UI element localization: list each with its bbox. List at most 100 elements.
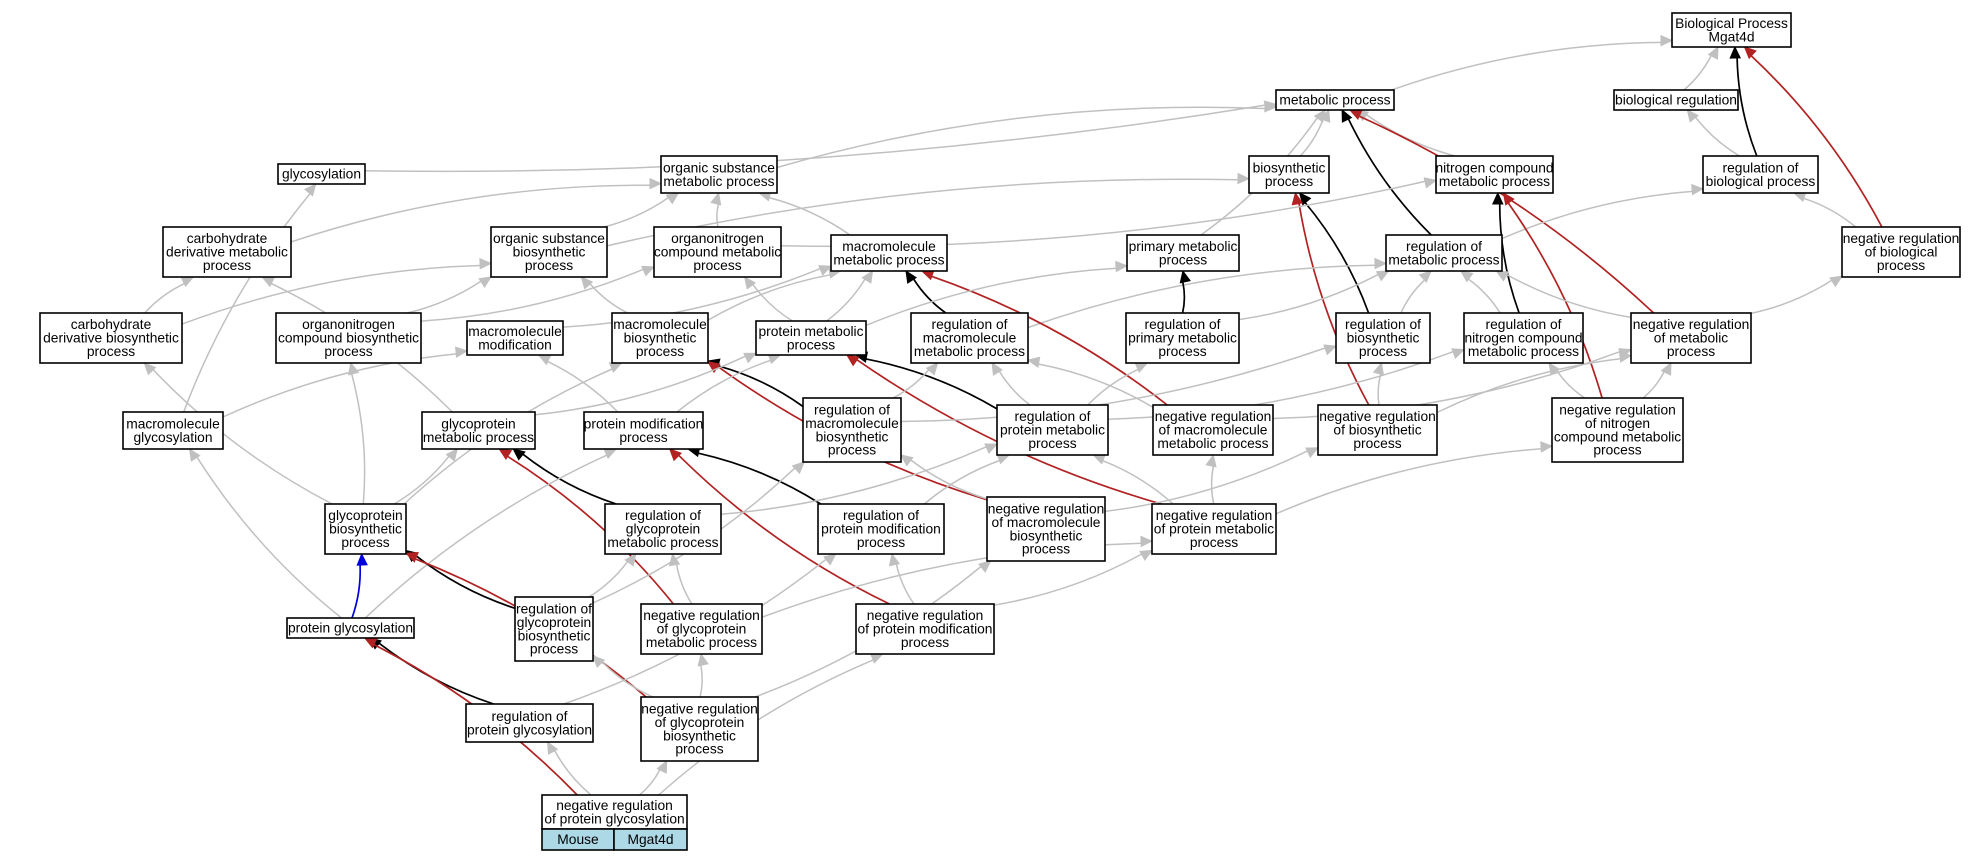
node-label-line: biosynthetic	[518, 628, 591, 643]
node-label-line: glycoprotein	[441, 416, 515, 431]
edge-is-a	[601, 661, 654, 698]
node-label-line: protein modification	[584, 416, 704, 431]
edge-arrowhead	[888, 552, 901, 567]
node-label-line: of protein metabolic	[1154, 522, 1275, 537]
edge-is-a	[1556, 370, 1586, 399]
node-label-line: biological regulation	[1615, 93, 1737, 108]
node-label-line: organonitrogen	[671, 231, 764, 246]
edge-arrowhead	[905, 269, 918, 284]
edge-arrowhead	[1660, 34, 1674, 47]
node-label-line: negative regulation	[641, 702, 758, 717]
edge-arrowhead	[1298, 192, 1312, 206]
node-label-line: protein metabolic	[758, 324, 863, 339]
edge-negatively-regulates	[1750, 55, 1883, 228]
edge-regulates	[1181, 281, 1186, 314]
edge-is-a	[1803, 197, 1857, 228]
node-box	[541, 794, 688, 830]
node-label-line: modification	[478, 337, 552, 352]
node-label-line: biosynthetic	[1253, 160, 1326, 175]
edge-is-a	[1467, 278, 1501, 314]
node-label-line: of biological	[1865, 245, 1938, 260]
edge-arrowhead	[743, 352, 758, 364]
edge-arrowhead	[624, 553, 637, 567]
node-label-line: metabolic process	[833, 252, 944, 267]
node-label-line: glycoprotein	[626, 522, 700, 537]
edge-regulates	[1304, 201, 1370, 314]
edge-arrowhead	[978, 560, 992, 573]
node-label-line: process	[1877, 258, 1925, 273]
edge-arrowhead	[697, 652, 709, 667]
go-term-node-reg-macro-bios[interactable]: regulation ofmacromoleculebiosyntheticpr…	[802, 397, 902, 463]
go-term-node-metabolic[interactable]: metabolic process	[1275, 89, 1395, 111]
node-box	[855, 603, 995, 655]
node-label-line: process	[1022, 542, 1070, 557]
node-label-line: Biological Process	[1675, 16, 1788, 31]
go-term-node-glycosylation[interactable]: glycosylation	[277, 163, 366, 185]
node-box	[490, 226, 608, 278]
edge-negatively-regulates	[931, 275, 1168, 406]
edge-is-a	[1365, 114, 1456, 157]
node-label-line: regulation of	[1015, 409, 1091, 424]
node-label-line: regulation of	[843, 508, 919, 523]
edge-arrowhead	[1237, 172, 1251, 185]
go-term-node-reg-glycoprot-bios[interactable]: regulation ofglycoproteinbiosyntheticpro…	[514, 596, 594, 662]
edge-is-a	[993, 553, 1142, 606]
edge-is-a	[1683, 55, 1712, 91]
go-term-node-bio-reg[interactable]: biological regulation	[1613, 89, 1739, 111]
node-box	[996, 404, 1109, 456]
node-label-line: biosynthetic	[1010, 528, 1083, 543]
node-label-line: metabolic process	[1468, 344, 1579, 359]
node-label-line: protein glycosylation	[288, 621, 413, 636]
edge-negatively-regulates	[507, 455, 675, 605]
edge-arrowhead	[1660, 361, 1672, 376]
node-label-line: glycoprotein	[328, 508, 402, 523]
edge-arrowhead	[1205, 453, 1217, 468]
edge-arrowhead	[608, 362, 623, 373]
node-box	[604, 503, 722, 555]
edge-arrowhead	[845, 354, 860, 367]
node-label-line: metabolic process	[1388, 252, 1499, 267]
cell-box	[613, 828, 688, 851]
node-label-line: regulation of	[492, 709, 568, 724]
go-term-node-prot-glyc[interactable]: protein glycosylation	[286, 617, 415, 639]
